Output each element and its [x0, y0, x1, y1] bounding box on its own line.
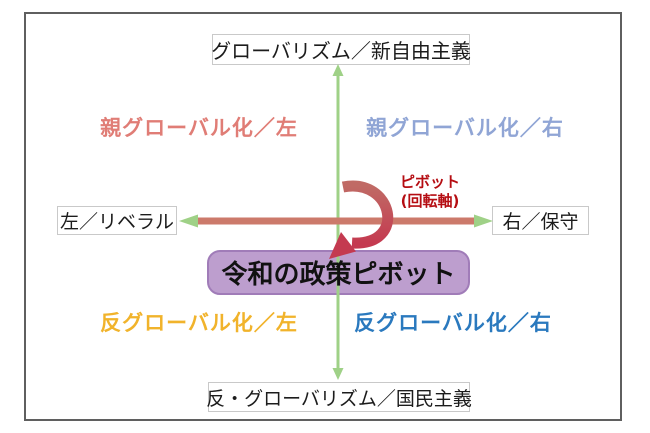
axis-label-globalism-text: グローバリズム／新自由主義	[211, 39, 471, 63]
axis-label-left-liberal-text: 左／リベラル	[59, 211, 174, 233]
quadrant-label-pro-global-left: 親グローバル化／左	[100, 116, 298, 140]
pivot-annotation-line1: ピボット	[399, 173, 460, 191]
axis-label-anti-globalism: 反・グローバリズム／国民主義	[206, 382, 472, 412]
quadrant-label-anti-global-right: 反グローバル化／右	[354, 311, 552, 335]
axis-label-globalism: グローバリズム／新自由主義	[211, 34, 471, 65]
axis-label-anti-globalism-text: 反・グローバリズム／国民主義	[206, 387, 472, 410]
axis-label-right-conservative-text: 右／保守	[502, 211, 579, 233]
axis-label-left-liberal: 左／リベラル	[57, 206, 177, 235]
center-pivot-title: 令和の政策ピボット	[221, 260, 456, 290]
pivot-annotation-line2: (回転軸)	[400, 192, 460, 211]
pivot-annotation: ピボット (回転軸)	[386, 173, 474, 211]
quadrant-label-pro-global-right: 親グローバル化／右	[366, 116, 564, 140]
axis-label-right-conservative: 右／保守	[492, 206, 589, 235]
quadrant-label-anti-global-left: 反グローバル化／左	[100, 311, 298, 335]
